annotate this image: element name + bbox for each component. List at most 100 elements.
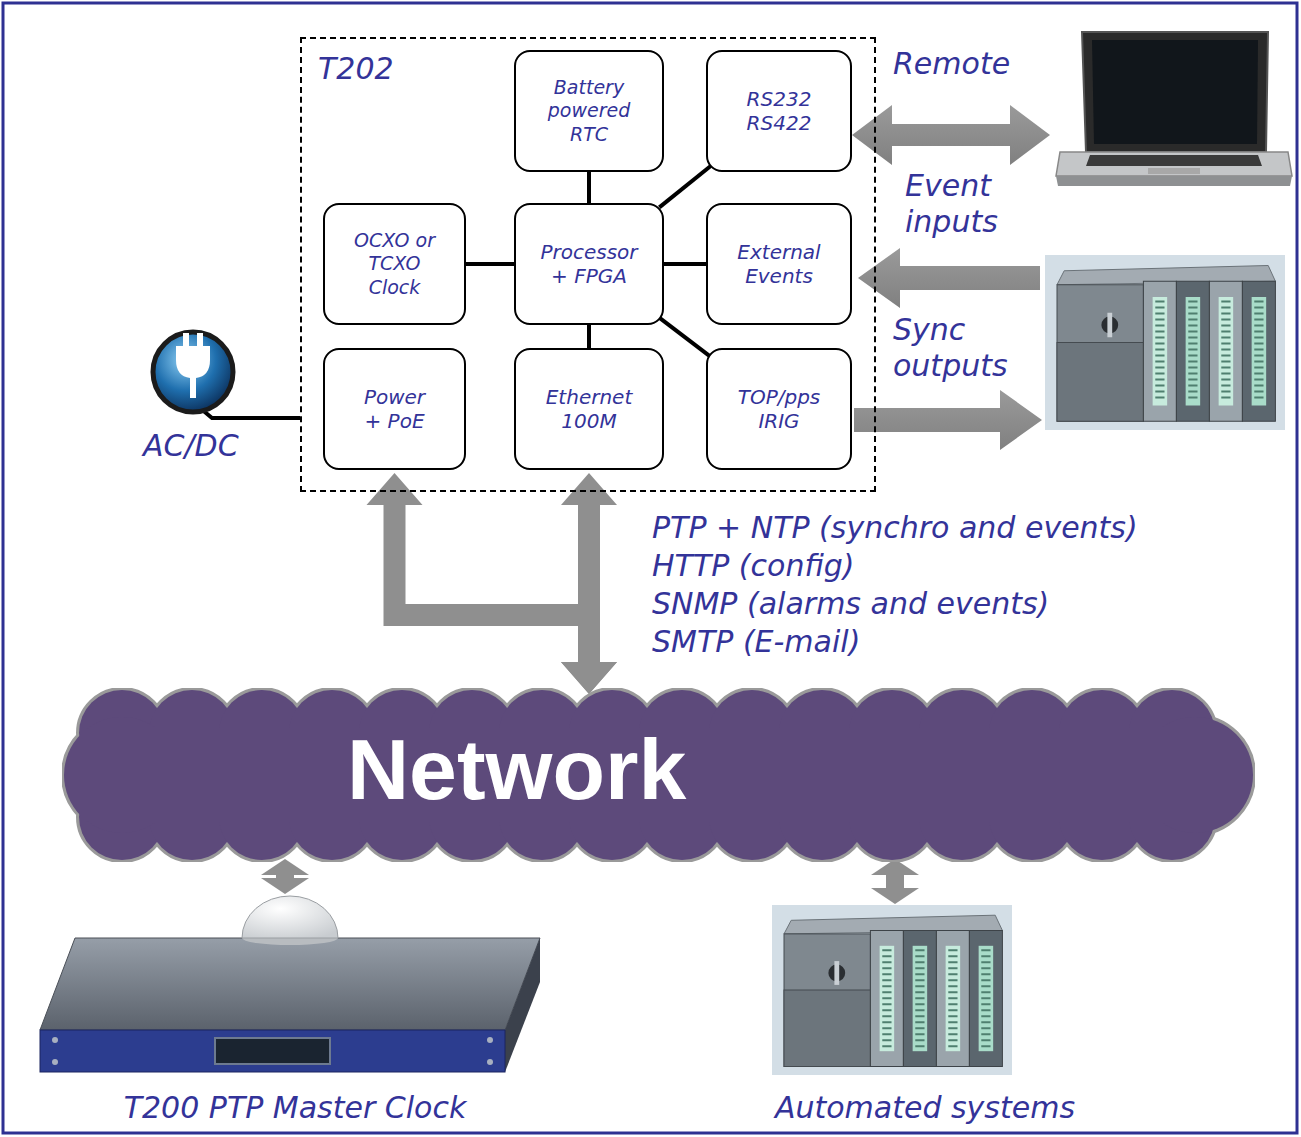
- plc-picture: [1155, 301, 1164, 403]
- plc-picture: [913, 946, 928, 1051]
- plc-picture: [1242, 281, 1275, 421]
- master-clock-picture: [505, 938, 540, 1072]
- plc-picture: [1153, 297, 1168, 406]
- device-picture: Automated systems: [760, 900, 1090, 1130]
- function-box: OCXO or TCXO Clock: [323, 203, 466, 325]
- device-picture: T200 PTP Master Clock: [30, 890, 560, 1130]
- network-arrow: [261, 859, 309, 894]
- outer-frame: [3, 3, 1297, 1133]
- network-arrow: [367, 473, 618, 694]
- plc-picture: [1143, 281, 1176, 421]
- function-box: External Events: [706, 203, 852, 325]
- box-label: Processor + FPGA: [535, 240, 643, 289]
- plc-picture: [1045, 255, 1285, 430]
- box-label: Ethernet 100M: [534, 385, 644, 434]
- remote-arrow: [852, 105, 1050, 165]
- plc-picture: [1219, 297, 1234, 406]
- laptop-base: [1056, 152, 1292, 176]
- master-clock-picture: [487, 1059, 493, 1065]
- arrow-head: [367, 473, 423, 505]
- network-arrow: [871, 859, 919, 904]
- plc-picture: [969, 931, 1002, 1067]
- connector-shaft: [659, 166, 710, 207]
- link-line: [658, 264, 712, 265]
- arrow-label: Event inputs: [905, 168, 1045, 240]
- connector-shaft: [658, 262, 712, 266]
- plc-picture: [1057, 343, 1143, 422]
- plc-picture: [772, 905, 1012, 1075]
- plc-picture: [1107, 313, 1112, 338]
- plc-picture: [1209, 281, 1242, 421]
- connector-shaft: [460, 262, 520, 266]
- function-box: TOP/pps IRIG: [706, 348, 852, 470]
- plc-picture: [946, 946, 961, 1051]
- connector-shaft: [886, 874, 904, 889]
- plc-picture: [1221, 301, 1230, 403]
- plc-picture: [870, 931, 903, 1067]
- plug-body: [176, 346, 210, 398]
- master-clock-picture: [52, 1037, 58, 1043]
- box-label: TOP/pps IRIG: [729, 385, 829, 434]
- arrow-label: Remote: [893, 46, 1010, 82]
- box-label: External Events: [719, 240, 839, 289]
- plug-prong: [197, 333, 203, 347]
- power-plug-icon: [153, 332, 300, 418]
- box-label: RS232 RS422: [729, 87, 829, 136]
- plc-picture: [915, 949, 924, 1048]
- arrow-head: [561, 473, 617, 505]
- arrow-head: [871, 888, 919, 904]
- laptop-touchpad: [1148, 168, 1200, 174]
- master-clock-picture: [242, 896, 338, 938]
- connector-shaft: [395, 504, 590, 663]
- plc-picture: [834, 961, 839, 985]
- link-line: [460, 264, 520, 265]
- master-clock-picture: [215, 1038, 330, 1064]
- plc-picture: [981, 949, 990, 1048]
- box-label: Power + PoE: [355, 385, 435, 434]
- device-boundary: T202Battery powered RTCRS232 RS422OCXO o…: [300, 37, 876, 492]
- laptop-keyboard: [1086, 155, 1262, 166]
- plug-prong: [183, 333, 189, 347]
- master-clock-picture: [40, 938, 540, 1030]
- function-box: Power + PoE: [323, 348, 466, 470]
- plc-picture: [936, 931, 969, 1067]
- network-cloud: Network: [62, 688, 1255, 862]
- plc-picture: [880, 946, 895, 1051]
- protocol-label: HTTP (config): [652, 548, 855, 584]
- master-clock-picture: [52, 1059, 58, 1065]
- power-label: AC/DC: [143, 428, 239, 464]
- plc-picture: [882, 949, 891, 1048]
- laptop-lid: [1082, 32, 1268, 152]
- plc-picture: [903, 931, 936, 1067]
- plc-picture: [948, 949, 957, 1048]
- plug-disc: [153, 332, 233, 412]
- function-box: RS232 RS422: [706, 50, 852, 172]
- laptop-edge: [1056, 176, 1292, 186]
- protocol-label: SNMP (alarms and events): [652, 586, 1049, 622]
- plc-picture: [1254, 301, 1263, 403]
- device-caption: Automated systems: [775, 1090, 1075, 1126]
- event-input-arrow: [858, 248, 1040, 308]
- box-label: Battery powered RTC: [542, 76, 637, 146]
- function-box: Ethernet 100M: [514, 348, 664, 470]
- link-line: [659, 166, 710, 207]
- plc-picture: [1186, 297, 1201, 406]
- master-clock-picture: [487, 1037, 493, 1043]
- plc-picture: [784, 934, 870, 1067]
- laptop-screen: [1092, 40, 1258, 144]
- plc-picture: [979, 946, 994, 1051]
- plc-picture: [1176, 281, 1209, 421]
- plc-picture: [1252, 297, 1267, 406]
- plc-picture: [772, 905, 1012, 1075]
- network-label: Network: [347, 722, 1255, 817]
- protocol-label: PTP + NTP (synchro and events): [652, 510, 1138, 546]
- plc-picture: [1188, 301, 1197, 403]
- arrow-label: Sync outputs: [893, 312, 1043, 384]
- protocol-label: SMTP (E-mail): [652, 624, 860, 660]
- laptop-picture: [1056, 32, 1292, 186]
- function-box: Battery powered RTC: [514, 50, 664, 172]
- sync-output-arrow: [854, 390, 1042, 450]
- function-box: Processor + FPGA: [514, 203, 664, 325]
- box-label: OCXO or TCXO Clock: [347, 229, 442, 299]
- plc-picture: [1045, 255, 1285, 430]
